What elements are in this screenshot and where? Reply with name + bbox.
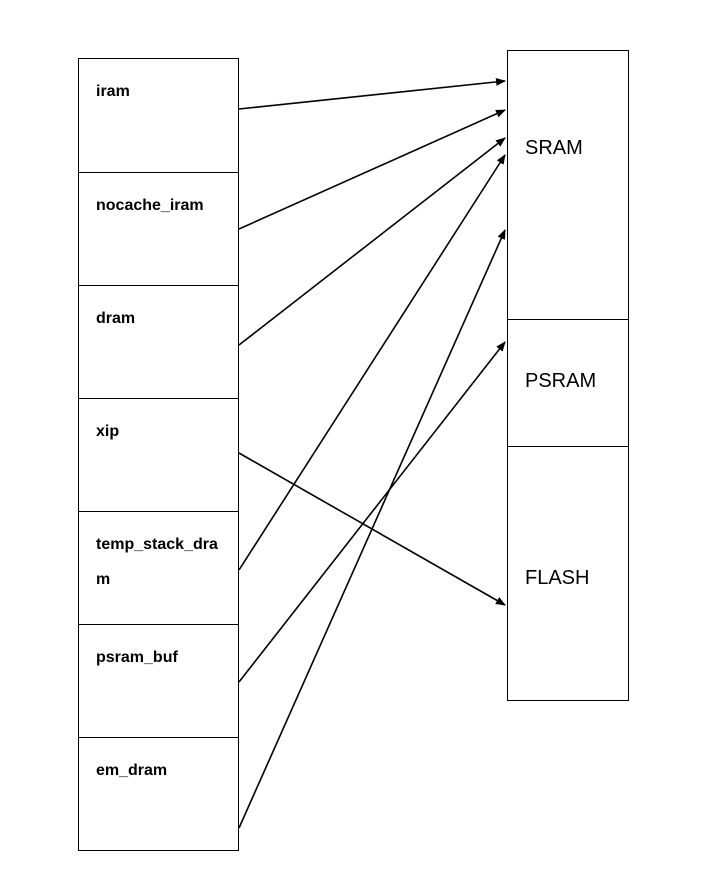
section-label-em-dram: em_dram bbox=[96, 762, 168, 779]
memory-box-sram: SRAM bbox=[507, 50, 629, 320]
memory-box-flash: FLASH bbox=[507, 447, 629, 701]
arrow-iram-to-sram bbox=[238, 77, 506, 110]
arrow-em-dram-to-sram bbox=[238, 229, 506, 829]
section-label-psram-buf: psram_buf bbox=[96, 649, 178, 666]
section-box-xip: xip bbox=[78, 399, 239, 512]
memory-label-sram: SRAM bbox=[525, 137, 583, 159]
section-box-dram: dram bbox=[78, 286, 239, 399]
section-box-em-dram: em_dram bbox=[78, 738, 239, 851]
section-label-temp-stack-dram: temp_stack_dram bbox=[96, 536, 218, 588]
section-label-iram: iram bbox=[96, 83, 130, 100]
arrow-psram-buf-to-psram bbox=[238, 341, 506, 683]
section-box-temp-stack-dram: temp_stack_dram bbox=[78, 512, 239, 625]
section-label-dram: dram bbox=[96, 310, 136, 327]
arrow-temp-stack-dram-to-sram bbox=[238, 154, 506, 571]
section-label-xip: xip bbox=[96, 423, 120, 440]
memory-label-flash: FLASH bbox=[525, 567, 590, 589]
memory-label-psram: PSRAM bbox=[525, 370, 597, 392]
section-box-iram: iram bbox=[78, 58, 239, 173]
section-label-nocache-iram: nocache_iram bbox=[96, 197, 204, 214]
section-box-nocache-iram: nocache_iram bbox=[78, 173, 239, 286]
arrow-nocache-iram-to-sram bbox=[238, 109, 506, 230]
memory-box-psram: PSRAM bbox=[507, 320, 629, 447]
arrow-dram-to-sram bbox=[238, 137, 506, 346]
